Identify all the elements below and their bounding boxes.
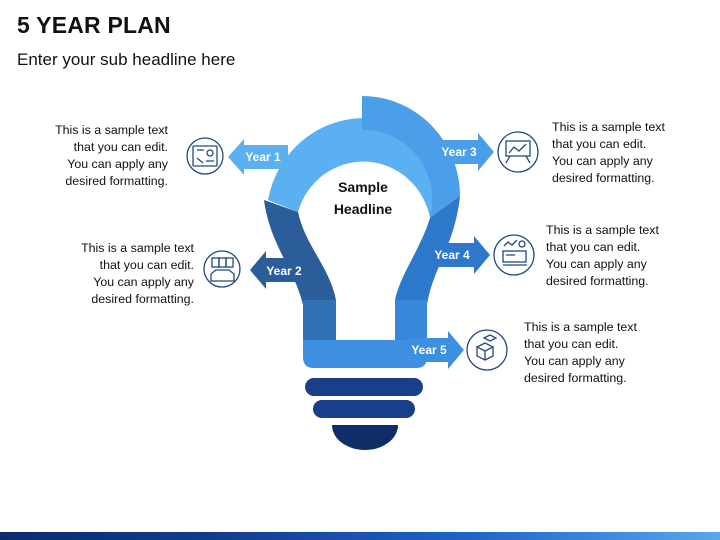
bulb-base-bar-2: [313, 400, 415, 418]
page-subtitle: Enter your sub headline here: [17, 50, 236, 69]
bulb-right-shade: [395, 300, 427, 340]
bulb-base-bar-1: [305, 378, 423, 396]
year2-text-line: You can apply any: [93, 275, 194, 289]
presentation-board-icon: [497, 131, 539, 173]
year1-text-line: This is a sample text: [55, 123, 168, 137]
bulb-base-cap: [332, 425, 398, 450]
year4-text-line: This is a sample text: [546, 223, 659, 237]
year5-arrow[interactable]: [408, 331, 464, 369]
blueprint-icon: [186, 137, 224, 175]
year4-text-line: that you can edit.: [546, 240, 641, 254]
footer-gradient-bar: [0, 532, 720, 540]
year5-description: This is a sample text that you can edit.…: [524, 319, 689, 387]
bulb-top-right-segment: [362, 96, 460, 218]
year4-text-line: You can apply any: [546, 257, 647, 271]
year5-text-line: This is a sample text: [524, 320, 637, 334]
bulb-base-connector: [303, 340, 427, 368]
year2-description: This is a sample text that you can edit.…: [44, 240, 194, 308]
year4-description: This is a sample text that you can edit.…: [546, 222, 711, 290]
year2-text-line: This is a sample text: [81, 241, 194, 255]
year1-description: This is a sample text that you can edit.…: [20, 122, 168, 190]
year4-arrow[interactable]: [428, 236, 490, 274]
boxes-icon: [466, 329, 508, 371]
year3-text-line: You can apply any: [552, 154, 653, 168]
year4-label: Year 4: [434, 248, 470, 262]
year3-text-line: that you can edit.: [552, 137, 647, 151]
desk-chart-icon: [493, 234, 535, 276]
year1-label: Year 1: [245, 150, 281, 164]
page-title: 5 YEAR PLAN: [17, 12, 171, 38]
year2-text-line: desired formatting.: [91, 292, 194, 306]
year2-label: Year 2: [266, 264, 302, 278]
headline-line-1: Sample: [338, 179, 388, 195]
bulb-left-shade: [303, 300, 336, 340]
documents-tray-icon: [203, 250, 241, 288]
year4-text-line: desired formatting.: [546, 274, 649, 288]
year5-label: Year 5: [411, 343, 447, 357]
year3-text-line: desired formatting.: [552, 171, 655, 185]
year1-text-line: that you can edit.: [73, 140, 168, 154]
year3-description: This is a sample text that you can edit.…: [552, 119, 712, 187]
year2-arrow[interactable]: [250, 251, 300, 289]
year5-text-line: that you can edit.: [524, 337, 619, 351]
headline-line-2: Headline: [334, 201, 393, 217]
year1-arrow[interactable]: [228, 139, 288, 175]
year2-text-line: that you can edit.: [99, 258, 194, 272]
year1-text-line: You can apply any: [67, 157, 168, 171]
year3-label: Year 3: [441, 145, 477, 159]
year5-text-line: desired formatting.: [524, 371, 627, 385]
year3-text-line: This is a sample text: [552, 120, 665, 134]
year3-arrow[interactable]: [438, 133, 494, 171]
year5-text-line: You can apply any: [524, 354, 625, 368]
year1-text-line: desired formatting.: [65, 174, 168, 188]
